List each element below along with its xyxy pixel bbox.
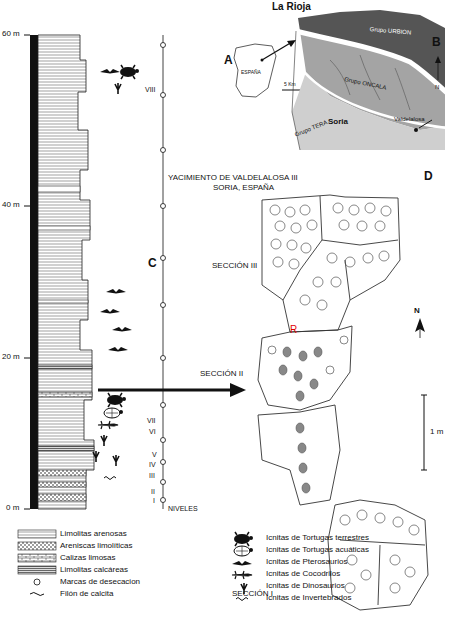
- legend-text: Calizas limosas: [60, 554, 116, 562]
- scale-label: 5 Km: [284, 82, 296, 87]
- legend-text: Filón de calcita: [60, 590, 113, 598]
- slab-label: R: [290, 325, 297, 335]
- height-mark: 20 m: [2, 353, 20, 361]
- height-mark: 40 m: [2, 201, 20, 209]
- scale-label: 1 m: [430, 428, 443, 436]
- level-number: VIII: [145, 86, 156, 93]
- section-label: SECCIÓN II: [200, 370, 243, 378]
- site-subtitle: SORIA, ESPAÑA: [213, 184, 274, 192]
- country-name: ESPAÑA: [241, 70, 261, 75]
- panel-letter: B: [432, 36, 441, 48]
- level-number: III: [149, 472, 155, 479]
- legend-text: Icnitas de Tortugas acuáticas: [266, 546, 369, 554]
- level-number: II: [151, 488, 155, 495]
- legend-text: Icnitas de Tortugas terrestres: [266, 534, 369, 542]
- height-mark: 0 m: [6, 504, 19, 512]
- legend-text: Icnitas de Cocodrilos: [266, 570, 340, 578]
- panel-letter: C: [148, 257, 157, 269]
- panel-letter: D: [424, 170, 433, 182]
- height-mark: 60 m: [2, 30, 20, 38]
- legend-text: Limolitas arenosas: [60, 530, 127, 538]
- panel-letter: A: [224, 54, 233, 66]
- legend-text: Marcas de desecacion: [60, 578, 140, 586]
- level-number: VII: [147, 417, 156, 424]
- level-number: VI: [149, 428, 156, 435]
- north-label: N: [414, 307, 420, 315]
- region-name: La Rioja: [272, 2, 311, 12]
- north-label: N: [435, 84, 439, 90]
- legend-text: Icnitas de Invertebrados: [266, 594, 351, 602]
- level-number: IV: [149, 461, 156, 468]
- section-label: SECCIÓN III: [212, 262, 257, 270]
- axis-title: NIVELES: [168, 505, 198, 512]
- level-number: I: [153, 497, 155, 504]
- legend-text: Limolitas calcáreas: [60, 566, 128, 574]
- level-number: V: [152, 451, 157, 458]
- legend-text: Areniscas limolíticas: [60, 542, 132, 550]
- town-name: Soria: [328, 118, 348, 126]
- site-title: YACIMIENTO DE VALDELALOSA III: [168, 174, 298, 182]
- locality-name: Valdelalosa: [394, 116, 425, 122]
- legend-text: Icnitas de Pterosaurios: [266, 558, 347, 566]
- legend-text: Icnitas de Dinosaurios: [266, 582, 345, 590]
